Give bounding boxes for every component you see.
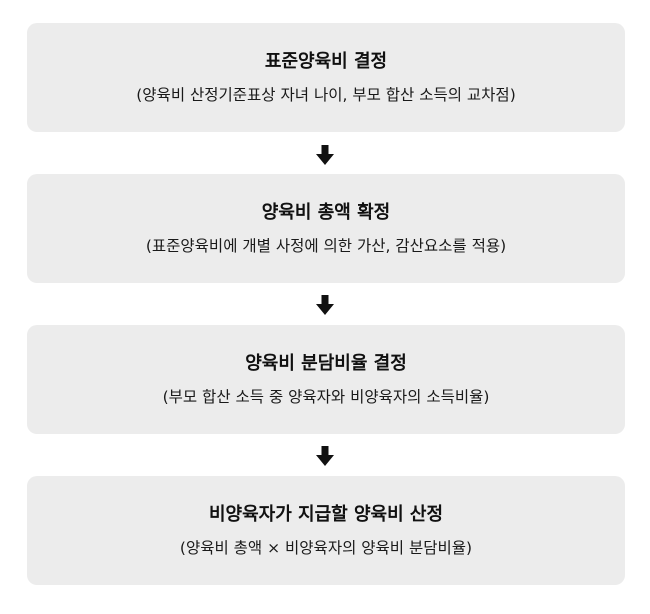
step-description: (양육비 산정기준표상 자녀 나이, 부모 합산 소득의 교차점)	[136, 85, 516, 104]
arrow-down-icon	[316, 295, 334, 315]
step-cost-share-ratio: 양육비 분담비율 결정 (부모 합산 소득 중 양육자와 비양육자의 소득비율)	[27, 325, 625, 434]
step-title: 양육비 총액 확정	[261, 201, 391, 223]
step-standard-childcare-cost: 표준양육비 결정 (양육비 산정기준표상 자녀 나이, 부모 합산 소득의 교차…	[27, 23, 625, 132]
step-description: (표준양육비에 개별 사정에 의한 가산, 감산요소를 적용)	[145, 236, 507, 255]
arrow-down-icon	[316, 446, 334, 466]
step-total-childcare-cost: 양육비 총액 확정 (표준양육비에 개별 사정에 의한 가산, 감산요소를 적용…	[27, 174, 625, 283]
step-payable-childcare-cost: 비양육자가 지급할 양육비 산정 (양육비 총액 × 비양육자의 양육비 분담비…	[27, 476, 625, 585]
step-description: (양육비 총액 × 비양육자의 양육비 분담비율)	[179, 538, 473, 557]
step-title: 비양육자가 지급할 양육비 산정	[208, 503, 444, 525]
step-description: (부모 합산 소득 중 양육자와 비양육자의 소득비율)	[162, 387, 490, 406]
arrow-down-icon	[316, 145, 334, 165]
step-title: 표준양육비 결정	[264, 50, 388, 72]
step-title: 양육비 분담비율 결정	[245, 352, 407, 374]
